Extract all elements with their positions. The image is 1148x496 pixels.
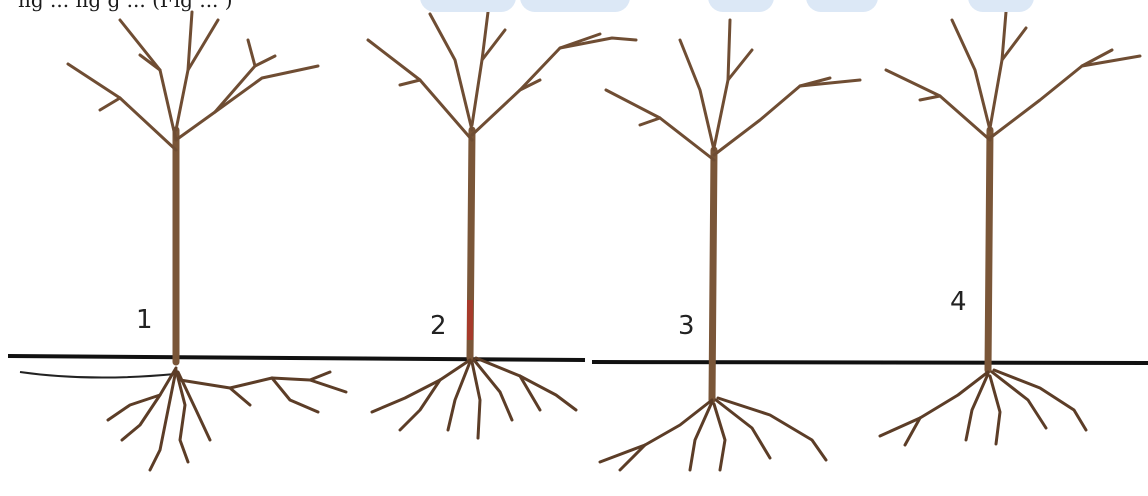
root (230, 388, 250, 405)
root (718, 398, 826, 460)
branch (680, 40, 714, 150)
tree-label-2: 2 (430, 311, 447, 341)
branch (714, 78, 830, 155)
branch (430, 14, 472, 130)
root (400, 380, 440, 430)
root (150, 370, 176, 470)
branch (472, 12, 488, 125)
trunk (988, 130, 990, 370)
highlight-bubble (968, 0, 1034, 12)
highlight-bubble (420, 0, 516, 12)
tree-1: 1 (68, 12, 346, 470)
highlight-bubble (708, 0, 774, 12)
root (310, 372, 330, 380)
cropped-header-text: ng ... ng g ... (Fig ... ) (18, 0, 233, 12)
branch (215, 66, 318, 112)
tree-3: 3 (600, 20, 860, 470)
root-horizontal (180, 378, 346, 392)
tree-4: 4 (880, 12, 1140, 445)
branch (920, 96, 940, 100)
branch (640, 118, 660, 125)
branch (400, 80, 420, 85)
branch (728, 50, 752, 80)
branch (606, 90, 714, 160)
branch (176, 56, 275, 140)
branch (248, 40, 255, 66)
root (272, 378, 318, 412)
root (990, 376, 1000, 444)
root (600, 400, 712, 462)
branch (176, 12, 192, 130)
ground-shadow-line (20, 372, 175, 378)
tree-label-3: 3 (678, 311, 695, 341)
branch (100, 98, 120, 110)
branch (714, 20, 730, 148)
highlight-bubble (520, 0, 630, 12)
branch (188, 20, 218, 70)
branch (886, 70, 990, 140)
root (690, 402, 712, 470)
root (472, 362, 480, 438)
trunk (712, 150, 714, 400)
branch (68, 64, 176, 150)
tree-2: 2 (368, 12, 636, 438)
tree-label-4: 4 (950, 287, 967, 317)
tree-label-1: 1 (136, 305, 153, 335)
branch (368, 40, 472, 140)
highlight-bubble (806, 0, 878, 12)
branch (990, 12, 1006, 128)
root (966, 374, 988, 440)
root (880, 372, 988, 436)
root (714, 404, 725, 470)
